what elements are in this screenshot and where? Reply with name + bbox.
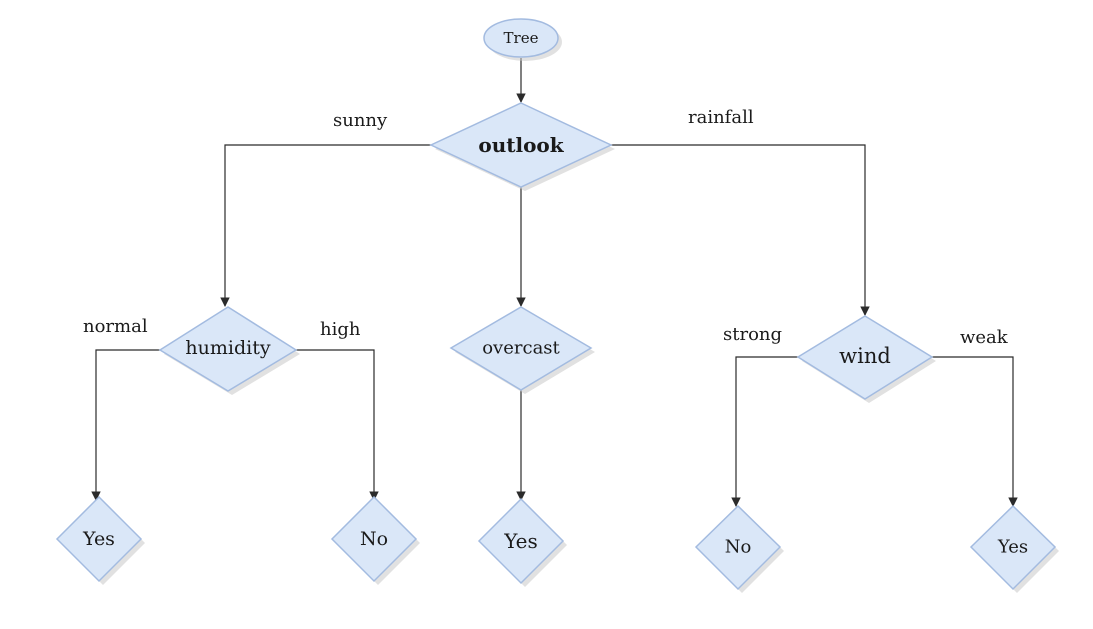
decision-node-overcast-label: overcast: [482, 338, 560, 359]
leaf-node-strong-no-label: No: [725, 537, 752, 558]
edge-label-strong: strong: [723, 324, 782, 345]
root-node-label: Tree: [504, 29, 539, 47]
edge-label-rainfall: rainfall: [688, 107, 754, 128]
decision-node-wind-label: wind: [839, 344, 891, 368]
edges: [91, 58, 1018, 507]
decision-node-overcast: overcast: [449, 306, 595, 394]
leaf-node-overcast-yes-label: Yes: [503, 529, 538, 553]
leaf-node-high-no: No: [330, 495, 420, 585]
edge-outlook-wind: [611, 144, 870, 316]
leaf-node-normal-yes: Yes: [55, 495, 145, 585]
edge-outlook-humidity: [220, 144, 431, 307]
edge-wind-yes: [932, 356, 1018, 507]
edge-label-high: high: [320, 319, 361, 340]
decision-node-humidity: humidity: [158, 306, 300, 395]
leaf-node-strong-no: No: [694, 504, 784, 593]
edge-wind-no: [731, 356, 798, 507]
decision-node-outlook-label: outlook: [478, 133, 564, 157]
leaf-node-overcast-yes: Yes: [477, 497, 567, 587]
edge-label-normal: normal: [83, 316, 148, 337]
edge-humidity-yes: [91, 349, 160, 501]
edge-humidity-no: [296, 349, 379, 501]
decision-node-wind: wind: [796, 315, 936, 403]
leaf-node-high-no-label: No: [360, 528, 388, 550]
edge-label-sunny: sunny: [333, 110, 388, 131]
decision-node-humidity-label: humidity: [185, 337, 270, 359]
leaf-node-normal-yes-label: Yes: [82, 528, 115, 550]
leaf-node-weak-yes: Yes: [969, 504, 1059, 593]
edge-label-weak: weak: [960, 327, 1009, 348]
leaf-node-weak-yes-label: Yes: [997, 537, 1028, 558]
edge-labels: sunny rainfall normal high strong weak: [83, 107, 1009, 348]
root-node: Tree: [483, 18, 562, 61]
decision-node-outlook: outlook: [429, 102, 615, 191]
